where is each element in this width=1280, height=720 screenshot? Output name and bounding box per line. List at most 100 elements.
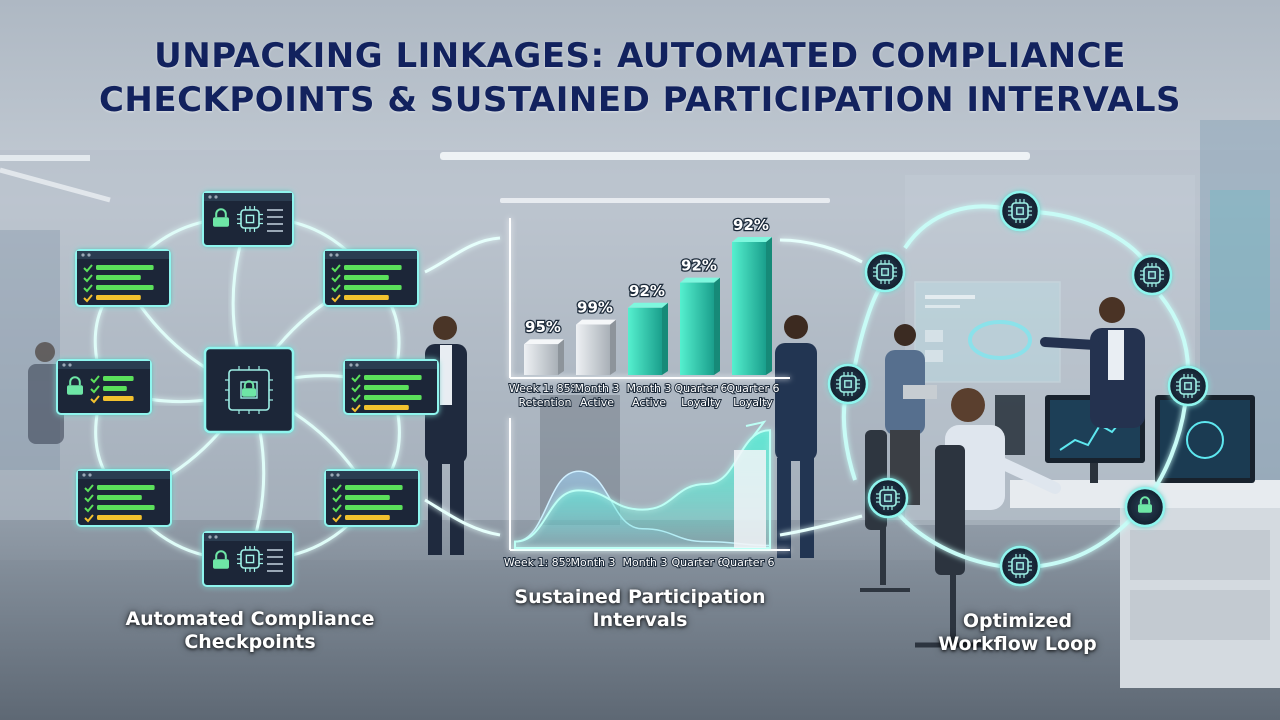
check-list-icon — [84, 484, 155, 523]
caption-workflow-line-1: Optimized — [962, 610, 1073, 632]
bar-data-label: 95% — [525, 318, 561, 336]
caption-compliance: Automated Compliance Checkpoints — [90, 608, 410, 654]
check-list-icon — [351, 374, 422, 413]
caption-workflow-line-2: Workflow Loop — [938, 633, 1097, 655]
monitor-screen — [1155, 395, 1255, 483]
bar-data-label: 99% — [577, 299, 613, 317]
cpu-icon — [1176, 374, 1200, 398]
cpu-icon — [1140, 263, 1164, 287]
cpu-lock-icon — [225, 366, 273, 414]
cpu-icon — [876, 486, 900, 510]
bar — [680, 277, 720, 375]
loop-arc — [853, 286, 882, 366]
bar-category-label: Loyalty — [733, 396, 773, 409]
flow-arrow — [779, 238, 863, 264]
loop-arc — [1039, 518, 1132, 568]
check-list-icon — [83, 264, 154, 303]
area-category-label: Quarter 6 — [722, 556, 775, 569]
bar-category-label: Retention — [518, 396, 571, 409]
loop-arc — [893, 508, 1001, 568]
caption-participation-line-1: Sustained Participation — [514, 586, 766, 608]
page-title: UNPACKING LINKAGES: AUTOMATED COMPLIANCE… — [0, 34, 1280, 122]
loop-arc — [903, 204, 1011, 250]
cpu-icon — [1008, 554, 1032, 578]
trend-arrowhead — [745, 420, 767, 439]
loop-node — [827, 363, 869, 405]
area-category-label: Week 1: 85% — [504, 556, 576, 569]
checkpoint-window — [202, 531, 294, 587]
loop-node — [1167, 365, 1209, 407]
loop-node — [1131, 254, 1173, 296]
cpu-icon — [237, 206, 263, 232]
loop-arc — [841, 399, 857, 481]
flow-arrow — [424, 498, 501, 537]
bar — [524, 339, 564, 375]
loop-node — [999, 190, 1041, 232]
caption-participation: Sustained Participation Intervals — [480, 586, 800, 632]
bar — [732, 237, 772, 375]
checkpoint-window — [202, 191, 294, 247]
bar-data-label: 92% — [629, 282, 665, 300]
loop-node — [864, 251, 906, 293]
area-category-label: Month 3 — [623, 556, 668, 569]
checkpoint-window — [75, 249, 171, 307]
check-list-icon — [90, 375, 134, 404]
page-title-line-2: CHECKPOINTS & SUSTAINED PARTICIPATION IN… — [98, 80, 1182, 120]
area-chart-axes — [509, 418, 790, 551]
loop-node — [1124, 486, 1166, 528]
loop-node — [867, 477, 909, 519]
page-title-line-1: UNPACKING LINKAGES: AUTOMATED COMPLIANCE — [154, 36, 1126, 76]
bar — [628, 302, 668, 375]
area-category-label: Quarter 6 — [672, 556, 725, 569]
loop-arc — [1158, 293, 1190, 371]
loop-node — [999, 545, 1041, 587]
checkpoint-window — [324, 469, 420, 527]
bar-category-label: Quarter 6 — [675, 382, 728, 395]
area-highlight-bar — [734, 450, 766, 548]
lock-icon — [67, 376, 83, 395]
lock-icon — [242, 380, 256, 397]
bar-data-label: 92% — [733, 216, 769, 234]
checkpoint-window — [76, 469, 172, 527]
lock-icon — [1138, 496, 1152, 513]
bar-category-label: Loyalty — [681, 396, 721, 409]
checkpoint-window — [323, 249, 419, 307]
bar-category-label: Month 3 — [575, 382, 620, 395]
workflow-loop — [779, 190, 1209, 587]
bar — [576, 319, 616, 375]
compliance-hub — [203, 346, 295, 434]
caption-participation-line-2: Intervals — [592, 609, 688, 631]
flow-arrow — [779, 514, 863, 537]
check-list-icon — [332, 484, 403, 523]
person-silhouette — [915, 388, 1061, 648]
hologram-panel — [914, 281, 1061, 383]
checkpoint-window — [343, 359, 439, 415]
person-silhouette — [885, 324, 937, 505]
compliance-network — [56, 191, 501, 587]
loop-arc — [1148, 404, 1187, 497]
loop-arc — [1034, 210, 1147, 264]
checkpoint-window — [56, 359, 152, 415]
flow-arrow — [424, 236, 501, 274]
cpu-icon — [1008, 199, 1032, 223]
bar-category-label: Active — [580, 396, 614, 409]
shield-icon — [237, 546, 263, 572]
person-silhouette — [28, 342, 64, 444]
caption-compliance-line-2: Checkpoints — [184, 631, 316, 653]
caption-compliance-line-1: Automated Compliance — [125, 608, 375, 630]
bar-category-label: Quarter 6 — [727, 382, 780, 395]
bar-category-label: Month 3 — [627, 382, 672, 395]
bar-category-label: Week 1: 85% — [509, 382, 581, 395]
check-list-icon — [331, 264, 402, 303]
person-silhouette — [1040, 297, 1145, 428]
person-silhouette — [775, 315, 817, 558]
cpu-icon — [836, 372, 860, 396]
caption-workflow: Optimized Workflow Loop — [900, 610, 1135, 656]
lock-icon — [213, 208, 229, 227]
lock-icon — [213, 550, 229, 569]
bar-data-label: 92% — [681, 257, 717, 275]
